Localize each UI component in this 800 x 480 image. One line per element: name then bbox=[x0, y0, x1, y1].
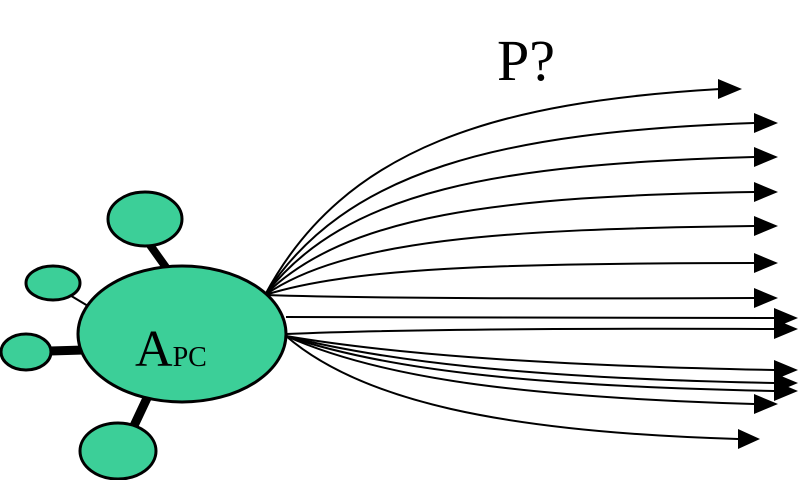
center-node-label-sub: PC bbox=[173, 342, 207, 373]
arrowhead bbox=[754, 182, 778, 202]
arrow-curve bbox=[264, 122, 755, 296]
arrow-curve bbox=[285, 327, 775, 335]
arrow-curve bbox=[264, 294, 755, 300]
arrowhead bbox=[754, 113, 778, 133]
arrowhead bbox=[754, 288, 778, 308]
arrow-curve bbox=[285, 335, 775, 371]
satellite-node-upper-left bbox=[24, 264, 82, 302]
center-node-label: APC bbox=[135, 321, 207, 378]
arrow-curve bbox=[285, 316, 775, 320]
link-left bbox=[49, 345, 85, 356]
satellite-node-bottom bbox=[78, 421, 158, 480]
arrowhead bbox=[754, 253, 778, 273]
arrowhead bbox=[774, 360, 798, 380]
arrowhead bbox=[774, 381, 798, 401]
arrow-curve bbox=[264, 262, 755, 296]
arrow-curve bbox=[264, 191, 755, 296]
center-node bbox=[76, 264, 288, 404]
arrowhead bbox=[774, 319, 798, 339]
arrow-curve bbox=[285, 335, 755, 405]
arrowhead bbox=[718, 79, 742, 99]
arrow-curve bbox=[285, 335, 775, 384]
arrowhead bbox=[754, 216, 778, 236]
arrow-curve bbox=[285, 335, 739, 440]
satellite-node-top bbox=[106, 190, 184, 248]
center-node-label-main: A bbox=[135, 321, 173, 378]
arrow-curve bbox=[264, 225, 755, 296]
arrowhead bbox=[754, 394, 778, 414]
arrowhead bbox=[754, 147, 778, 167]
outgoing-arrows bbox=[264, 79, 798, 449]
arrow-curve bbox=[264, 156, 755, 296]
satellite-nodes bbox=[0, 190, 184, 480]
arrow-curve bbox=[264, 88, 721, 296]
satellite-node-left bbox=[0, 332, 53, 372]
question-label: P? bbox=[497, 28, 555, 93]
arrow-curve bbox=[285, 335, 775, 392]
arrowhead bbox=[738, 429, 760, 449]
